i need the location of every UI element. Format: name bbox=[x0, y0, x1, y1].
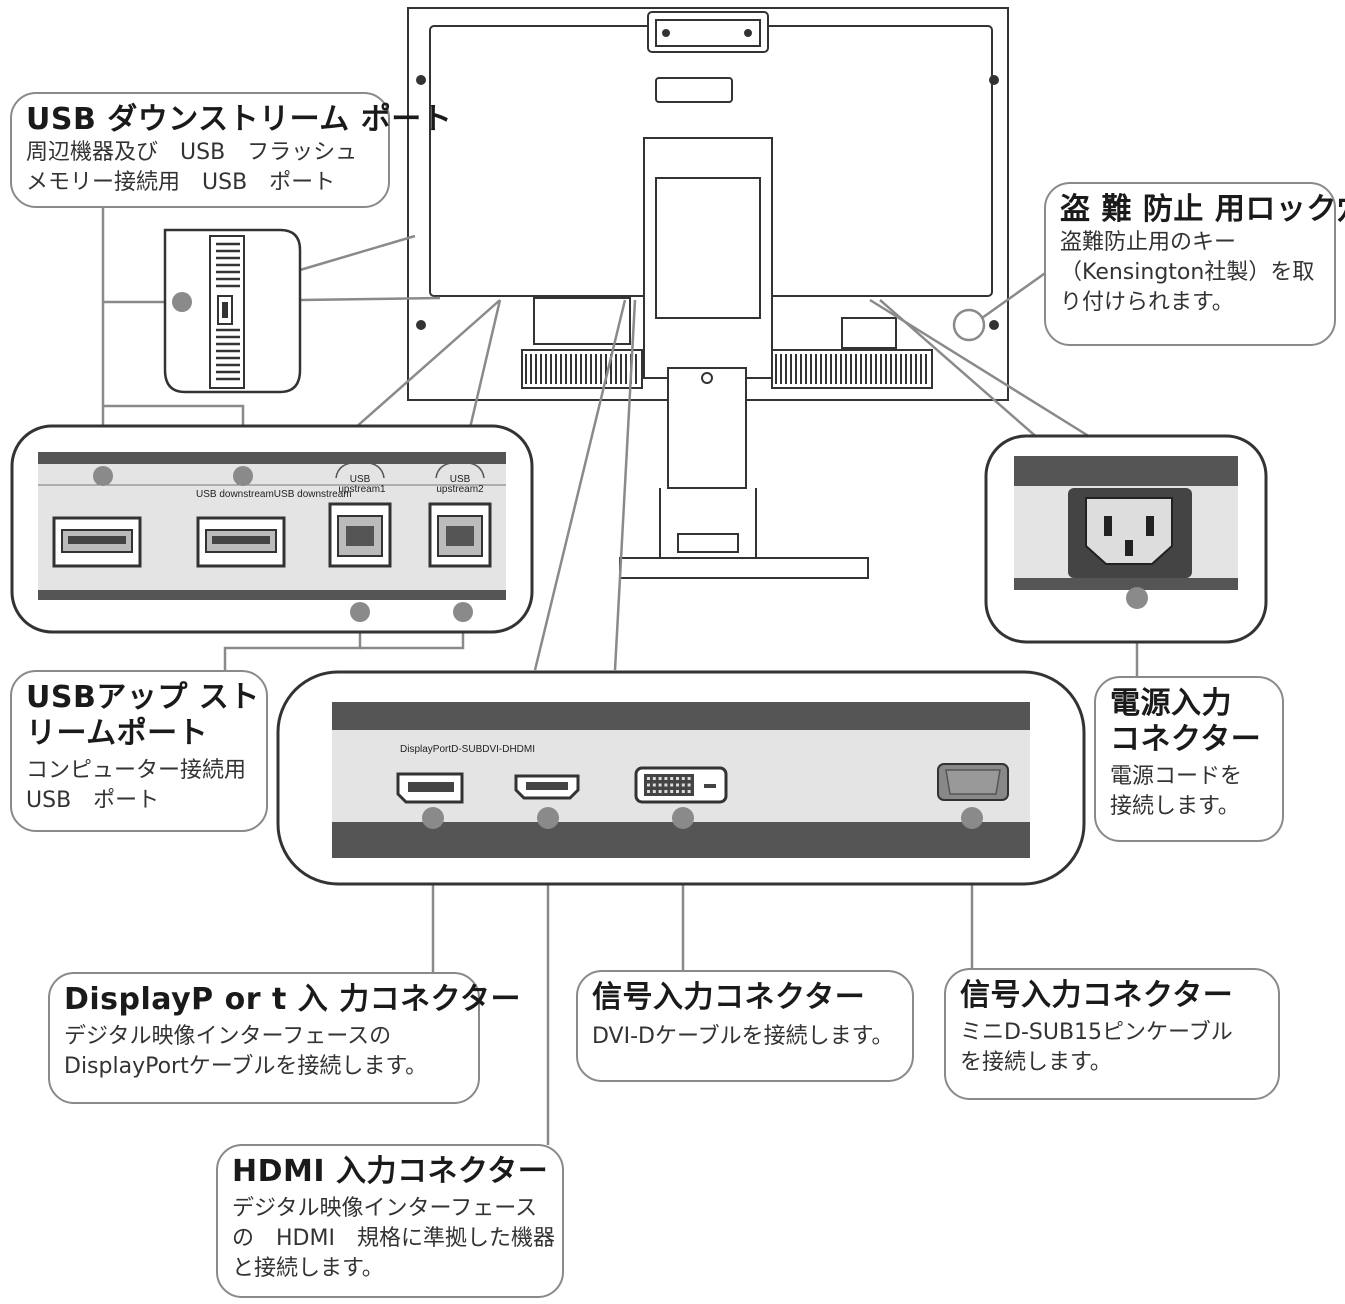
callout-desc-line: と接続します。 bbox=[232, 1256, 384, 1281]
displayport-port bbox=[396, 772, 464, 804]
dvi-pin bbox=[647, 777, 650, 780]
callout-desc-line: デジタル映像インターフェースの bbox=[64, 1024, 392, 1049]
usb-upstream2-label-b: upstream2 bbox=[436, 484, 484, 495]
dvi-pin bbox=[652, 777, 656, 780]
dvi-pin bbox=[652, 790, 656, 793]
callout-desc-line: 周辺機器及び USB フラッシュ bbox=[26, 140, 358, 165]
usb-upstream1-label-b: upstream1 bbox=[338, 484, 386, 495]
dvi-port bbox=[634, 766, 728, 804]
callout-desc-line: （Kensington社製）を取 bbox=[1060, 260, 1315, 285]
callout-desc-line: USB ポート bbox=[26, 788, 160, 813]
dvi-pin bbox=[658, 790, 662, 793]
monitor-rear-view bbox=[407, 7, 1009, 579]
dvi-pin bbox=[676, 777, 679, 780]
dvi-pin bbox=[670, 790, 674, 793]
callout-desc-line: 接続します。 bbox=[1110, 794, 1240, 819]
dvi-pin bbox=[676, 783, 679, 787]
callout-displayport: DisplayP or t 入 力コネクター デジタル映像インターフェースの D… bbox=[48, 972, 521, 1104]
dvi-pin bbox=[658, 777, 662, 780]
hdmi-port bbox=[514, 774, 580, 800]
dvi-pin bbox=[687, 790, 691, 793]
dsub-port bbox=[937, 763, 1009, 801]
usb-upstream1-label-a: USB bbox=[350, 474, 371, 485]
callout-desc-line: デジタル映像インターフェース bbox=[232, 1196, 538, 1221]
dvi-pin bbox=[664, 777, 668, 780]
callout-hdmi: HDMI 入力コネクター デジタル映像インターフェース の HDMI 規格に準拠… bbox=[216, 1144, 564, 1298]
usb-panel-zoom: USB downstreamUSB downstream USB upstrea… bbox=[10, 424, 534, 634]
dvi-pin bbox=[647, 783, 650, 787]
callout-desc-line: メモリー接続用 USB ポート bbox=[26, 170, 336, 195]
callout-desc-line: DVI-Dケーブルを接続します。 bbox=[592, 1024, 894, 1049]
callout-desc-line: 盗難防止用のキー bbox=[1060, 230, 1237, 255]
usb-downstream-label: USB downstreamUSB downstream bbox=[196, 489, 352, 500]
callout-desc-line: を接続します。 bbox=[960, 1050, 1112, 1075]
callout-title-line: コネクター bbox=[1110, 722, 1262, 757]
dvi-pin bbox=[652, 783, 656, 787]
dvi-pin bbox=[676, 790, 679, 793]
callout-title: USB ダウンストリーム ポート bbox=[26, 102, 453, 137]
callout-desc-line: 電源コードを bbox=[1110, 764, 1243, 789]
dvi-pin bbox=[658, 783, 662, 787]
video-inputs-label: DisplayPortD-SUBDVI-DHDMI bbox=[400, 744, 535, 755]
dvi-pin bbox=[681, 790, 685, 793]
callout-usb-downstream: USB ダウンストリーム ポート 周辺機器及び USB フラッシュ メモリー接続… bbox=[10, 92, 453, 208]
callout-desc-line: り付けられます。 bbox=[1060, 290, 1234, 315]
usb-a-port-2 bbox=[196, 516, 286, 568]
callout-lock-hole: 盗 難 防止 用ロック穴 盗難防止用のキー （Kensington社製）を取 り… bbox=[1044, 182, 1345, 346]
callout-title: HDMI 入力コネクター bbox=[232, 1154, 549, 1189]
callout-desc-line: ミニD-SUB15ピンケーブル bbox=[960, 1020, 1233, 1045]
usb-upstream2-label-a: USB bbox=[450, 474, 471, 485]
dvi-pin bbox=[670, 777, 674, 780]
callout-title-line: USBアップ スト bbox=[26, 680, 260, 715]
dvi-pin bbox=[687, 783, 691, 787]
dvi-pin bbox=[681, 783, 685, 787]
dvi-pin bbox=[664, 783, 668, 787]
dvi-pin bbox=[681, 777, 685, 780]
power-connector-zoom bbox=[984, 434, 1268, 644]
dvi-pin bbox=[670, 783, 674, 787]
usb-b-port-2 bbox=[428, 502, 492, 568]
usb-b-port-1 bbox=[328, 502, 392, 568]
callout-desc-line: の HDMI 規格に準拠した機器 bbox=[232, 1226, 555, 1251]
video-input-panel-zoom: DisplayPortD-SUBDVI-DHDMI bbox=[276, 670, 1086, 886]
callout-power-input: 電源入力 コネクター 電源コードを 接続します。 bbox=[1094, 676, 1284, 842]
callout-title-line: リームポート bbox=[26, 716, 209, 751]
callout-title-line: 電源入力 bbox=[1110, 686, 1232, 721]
callout-title: 盗 難 防止 用ロック穴 bbox=[1060, 192, 1345, 227]
callout-title: 信号入力コネクター bbox=[592, 980, 866, 1015]
callout-title: 信号入力コネクター bbox=[960, 978, 1234, 1013]
callout-dvi: 信号入力コネクター DVI-Dケーブルを接続します。 bbox=[576, 970, 914, 1082]
callout-title: DisplayP or t 入 力コネクター bbox=[64, 982, 521, 1017]
callout-usb-upstream: USBアップ スト リームポート コンピューター接続用 USB ポート bbox=[10, 670, 268, 832]
dvi-pin bbox=[687, 777, 691, 780]
dvi-pin bbox=[647, 790, 650, 793]
dvi-pin bbox=[664, 790, 668, 793]
callout-dsub: 信号入力コネクター ミニD-SUB15ピンケーブル を接続します。 bbox=[944, 968, 1280, 1100]
callout-desc-line: DisplayPortケーブルを接続します。 bbox=[64, 1054, 428, 1079]
usb-a-port-1 bbox=[52, 516, 142, 568]
callout-desc-line: コンピューター接続用 bbox=[26, 758, 247, 783]
usb-side-zoom bbox=[163, 228, 302, 394]
